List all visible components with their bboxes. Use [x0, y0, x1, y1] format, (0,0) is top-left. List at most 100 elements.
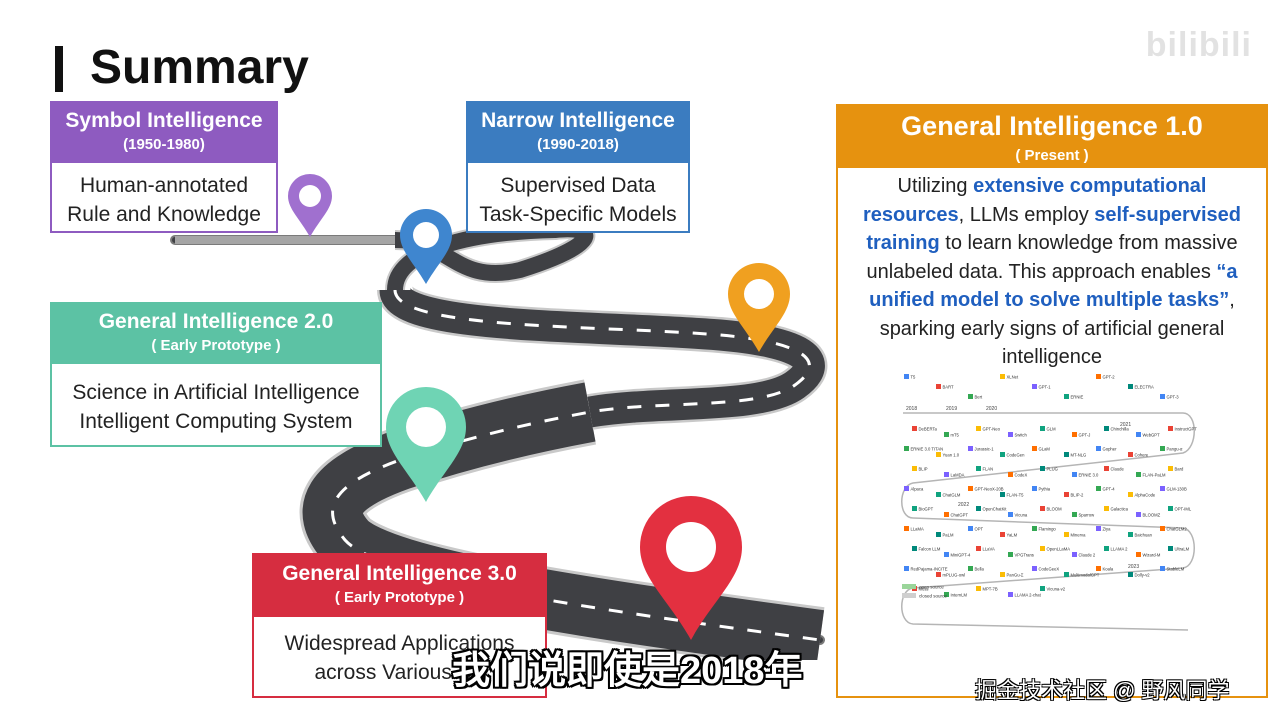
llm-model-tag: GPT-J — [1072, 432, 1090, 438]
stage-period: ( Early Prototype ) — [334, 589, 465, 606]
llm-model-tag: OPT-IML — [1168, 506, 1192, 512]
legend-label: closed source — [919, 594, 947, 599]
llm-model-tag: Minerva — [1064, 532, 1086, 538]
llm-model-tag: RedPajama-INCITE — [904, 566, 948, 572]
stage-general-intelligence-2: General Intelligence 2.0 ( Early Prototy… — [50, 302, 382, 447]
svg-text:ChatGLM2: ChatGLM2 — [1167, 527, 1188, 532]
svg-text:Pythia: Pythia — [1039, 487, 1051, 492]
stage-line-1: Science in Artificial Intelligence — [72, 381, 360, 404]
llm-model-tag: Gopher — [1096, 446, 1117, 452]
svg-text:GPT-3: GPT-3 — [1167, 395, 1180, 400]
bilibili-watermark: bilibili — [1145, 26, 1252, 64]
stage-line-2: Intelligent Computing System — [79, 410, 353, 433]
llm-model-tag: LLAMA 2-chat — [1008, 592, 1042, 598]
svg-text:BLOOMZ: BLOOMZ — [1143, 513, 1161, 518]
llm-model-tag: Baichuan — [1128, 532, 1153, 538]
llm-model-tag: InstructGPT — [1168, 426, 1197, 432]
llm-model-tag: Alpaca — [904, 486, 924, 492]
svg-text:VPGTrans: VPGTrans — [1015, 553, 1034, 558]
llm-model-tag: FLAN — [976, 466, 993, 472]
svg-text:T5: T5 — [911, 375, 917, 380]
highlight-compute: extensive computational resources — [863, 175, 1207, 226]
llm-model-tag: Flamingo — [1032, 526, 1056, 532]
pin-orange-icon — [728, 263, 790, 352]
stage-period: (1990-2018) — [537, 136, 619, 153]
stage-line-1: Widespread Applications — [284, 632, 515, 655]
llm-model-tag: InternLM — [944, 592, 968, 598]
llm-model-tag: Sparrow — [1072, 512, 1095, 518]
svg-text:Flamingo: Flamingo — [1039, 527, 1057, 532]
svg-text:GPT-Neo: GPT-Neo — [983, 427, 1001, 432]
svg-text:Moss: Moss — [919, 587, 929, 592]
svg-text:Pangu-α: Pangu-α — [1167, 447, 1184, 452]
svg-text:Cohere: Cohere — [1135, 453, 1149, 458]
svg-text:BLIP-2: BLIP-2 — [1071, 493, 1084, 498]
svg-text:LLAMA 2: LLAMA 2 — [1111, 547, 1129, 552]
timeline-year: 2019 — [946, 406, 957, 412]
svg-text:mPLUG-owl: mPLUG-owl — [943, 573, 966, 578]
svg-text:Sparrow: Sparrow — [1079, 513, 1096, 518]
svg-text:OPT: OPT — [975, 527, 984, 532]
llm-model-tag: GLaM — [1032, 446, 1050, 452]
highlight-unified-model: “a unified model to solve multiple tasks… — [869, 260, 1238, 312]
page-title: Summary — [90, 41, 309, 94]
llm-model-tag: Bert — [968, 394, 983, 400]
llm-model-tag: ERNIE — [1064, 394, 1084, 400]
svg-text:BLIP: BLIP — [919, 467, 928, 472]
llm-model-tag: MPT-7B — [976, 586, 998, 592]
llm-model-tag: AlphaCode — [1128, 492, 1156, 498]
highlight-self-supervised: self-supervised training — [866, 203, 1241, 255]
svg-text:Switch: Switch — [1015, 433, 1028, 438]
svg-text:GLM: GLM — [1047, 427, 1057, 432]
svg-text:Baichuan: Baichuan — [1135, 533, 1153, 538]
llm-model-tag: ChatGPT — [944, 512, 968, 518]
svg-text:WebGPT: WebGPT — [1143, 433, 1161, 438]
llm-model-tag: mPLUG-owl — [936, 572, 965, 578]
svg-text:LLaVA: LLaVA — [983, 547, 995, 552]
svg-text:GPT-1: GPT-1 — [1039, 385, 1052, 390]
legend-swatch — [902, 584, 916, 589]
stage-line-2: Task-Specific Models — [479, 203, 677, 226]
llm-model-tag: Cohere — [1128, 452, 1149, 458]
pin-red-icon — [640, 496, 742, 640]
llm-model-tag: CodeX — [1008, 472, 1028, 478]
llm-model-tag: StableLM — [1160, 566, 1185, 572]
llm-model-tag: MiniGPT-4 — [944, 552, 971, 558]
stage-line-1: Supervised Data — [500, 174, 656, 197]
svg-text:Bella: Bella — [975, 567, 985, 572]
llm-model-tag: GPT-3 — [1160, 394, 1179, 400]
stage-title: General Intelligence 2.0 — [98, 310, 334, 333]
llm-model-tag: MultimodalGPT — [1064, 572, 1100, 578]
svg-text:CodeGen: CodeGen — [1007, 453, 1026, 458]
svg-text:Koala: Koala — [1103, 567, 1114, 572]
svg-text:FLAN: FLAN — [983, 467, 994, 472]
stage-general-intelligence-1: General Intelligence 1.0 ( Present ) Uti… — [836, 104, 1268, 698]
llm-model-tag: Vicuna-v2 — [1040, 586, 1066, 592]
svg-text:PaLM: PaLM — [943, 533, 954, 538]
svg-text:BLOOM: BLOOM — [1047, 507, 1063, 512]
llm-model-tag: ERNIE 3.0 — [1072, 472, 1099, 478]
timeline-year: 2023 — [1128, 564, 1139, 570]
llm-model-tag: WebGPT — [1136, 432, 1160, 438]
svg-text:InstructGPT: InstructGPT — [1175, 427, 1198, 432]
svg-text:FLAN-T5: FLAN-T5 — [1007, 493, 1025, 498]
llm-model-tag: XLNet — [1000, 374, 1019, 380]
llm-model-tag: GPT-Neo — [976, 426, 1001, 432]
svg-text:ERNIE 3.0: ERNIE 3.0 — [1079, 473, 1099, 478]
svg-text:ELECTRA: ELECTRA — [1135, 385, 1155, 390]
svg-text:MPT-7B: MPT-7B — [983, 587, 998, 592]
llm-model-tag: Bella — [968, 566, 984, 572]
llm-model-tag: GPT-NeoX-20B — [968, 486, 1004, 492]
llm-model-tag: CodeGen — [1000, 452, 1025, 458]
svg-text:AlphaCode: AlphaCode — [1135, 493, 1156, 498]
llm-model-tag: PaLM — [936, 532, 954, 538]
llm-model-tag: PanGu-Σ — [1000, 572, 1024, 578]
svg-text:Wizard-M: Wizard-M — [1143, 553, 1161, 558]
llm-model-tag: Wizard-M — [1136, 552, 1161, 558]
svg-text:ChatGPT: ChatGPT — [951, 513, 969, 518]
svg-text:Chinchilla: Chinchilla — [1111, 427, 1130, 432]
llm-model-tag: OpenChatKit — [976, 506, 1007, 512]
llm-model-tag: BLOOMZ — [1136, 512, 1161, 518]
svg-text:GPT-2: GPT-2 — [1103, 375, 1116, 380]
svg-text:LLAMA 2-chat: LLAMA 2-chat — [1015, 593, 1042, 598]
